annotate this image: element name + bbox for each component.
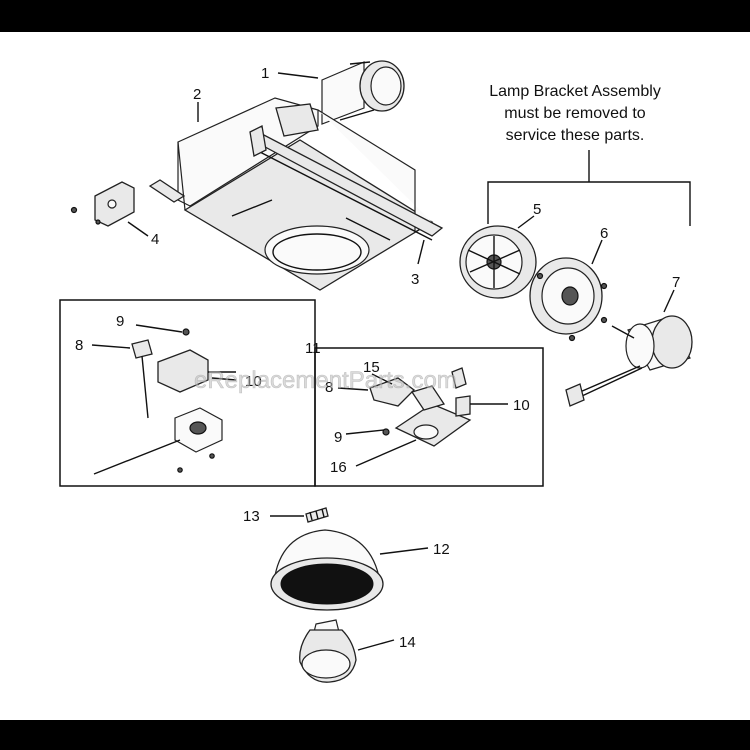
lamp-bracket-box-left bbox=[59, 299, 316, 487]
trim-lens-part bbox=[270, 529, 384, 611]
callout-6: 6 bbox=[600, 225, 608, 242]
callout-8-right: 8 bbox=[325, 379, 333, 396]
mounting-bar-part bbox=[249, 125, 444, 241]
callout-labels: 1 2 3 4 5 6 7 9 8 10 11 15 8 10 9 16 13 … bbox=[75, 65, 680, 651]
service-parts-bracket bbox=[487, 150, 691, 226]
watermark: eReplacementParts.com bbox=[194, 367, 457, 394]
callout-10-right: 10 bbox=[513, 397, 530, 414]
service-note: Lamp Bracket Assembly must be removed to… bbox=[489, 83, 661, 144]
callout-9-right: 9 bbox=[334, 429, 342, 446]
callout-10-left: 10 bbox=[245, 373, 262, 390]
bracket-part bbox=[70, 181, 135, 227]
note-line-2: must be removed to bbox=[504, 105, 646, 122]
callout-11: 11 bbox=[305, 340, 321, 357]
callout-13: 13 bbox=[243, 508, 260, 525]
motor-plate-part bbox=[529, 257, 608, 342]
bulb-part bbox=[299, 619, 357, 683]
callout-7: 7 bbox=[672, 274, 680, 291]
note-line-3: service these parts. bbox=[506, 127, 645, 144]
note-line-1: Lamp Bracket Assembly bbox=[489, 83, 661, 100]
callout-3: 3 bbox=[411, 271, 419, 288]
callout-1: 1 bbox=[261, 65, 269, 82]
blower-wheel-part bbox=[459, 225, 537, 299]
leader-lines bbox=[91, 72, 675, 651]
callout-8-left: 8 bbox=[75, 337, 83, 354]
duct-connector-part bbox=[321, 60, 405, 125]
lamp-bracket-box-right bbox=[314, 347, 544, 487]
callout-14: 14 bbox=[399, 634, 416, 651]
callout-9-left: 9 bbox=[116, 313, 124, 330]
callout-15: 15 bbox=[363, 359, 380, 376]
callout-16: 16 bbox=[330, 459, 347, 476]
callout-5: 5 bbox=[533, 201, 541, 218]
callout-4: 4 bbox=[151, 231, 159, 248]
callout-2: 2 bbox=[193, 86, 201, 103]
motor-part bbox=[565, 315, 693, 407]
callout-12: 12 bbox=[433, 541, 450, 558]
screw-part bbox=[305, 507, 329, 523]
